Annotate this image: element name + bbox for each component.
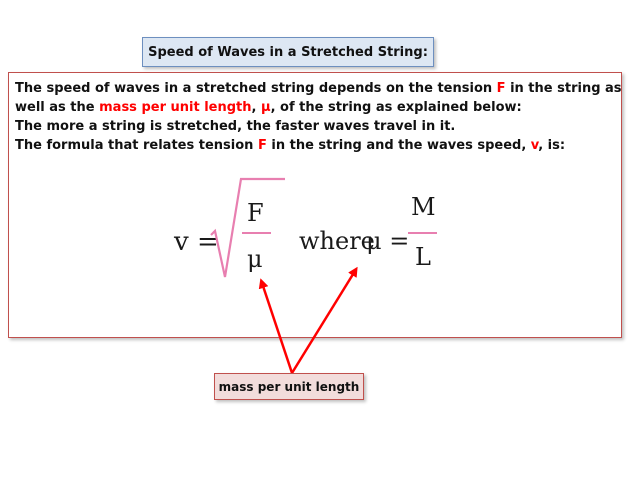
line-4-text-a: The formula that relates tension — [15, 138, 258, 153]
numerator-mass: M — [411, 193, 436, 221]
paragraph-line-3: The more a string is stretched, the fast… — [15, 119, 456, 134]
arrow-to-mu-denominator — [258, 278, 294, 374]
line-4-text-c: , is: — [538, 138, 566, 153]
line-1-text-b: in the string as — [505, 81, 622, 96]
denominator-length: L — [415, 243, 431, 271]
line-4-text-b: in the string and the waves speed, — [266, 138, 531, 153]
formula-lhs: v = — [174, 227, 219, 257]
paragraph-line-1: The speed of waves in a stretched string… — [15, 79, 622, 98]
tension-symbol-2: F — [257, 138, 267, 153]
paragraph-line-4: The formula that relates tension F in th… — [15, 136, 615, 155]
line-2-text-a: well as the — [15, 100, 100, 115]
where-word: where — [299, 227, 375, 255]
mass-per-unit-length-phrase: mass per unit length — [99, 100, 252, 115]
slide-title: Speed of Waves in a Stretched String: — [142, 37, 434, 67]
wave-speed-formula: v = F μ where μ = M L — [9, 73, 623, 339]
mu-symbol: μ — [260, 100, 271, 115]
radical-sign — [210, 177, 437, 278]
mu-equals: μ = — [366, 227, 410, 255]
content-box: The speed of waves in a stretched string… — [8, 72, 622, 338]
line-2-separator: , — [251, 100, 261, 115]
mass-per-unit-length-callout: mass per unit length — [214, 373, 364, 400]
speed-symbol: v — [530, 138, 539, 153]
denominator-mu: μ — [247, 245, 263, 273]
explanation-paragraph: The speed of waves in a stretched string… — [15, 79, 622, 155]
arrow-to-mu-definition — [290, 266, 358, 374]
line-1-text-a: The speed of waves in a stretched string… — [15, 81, 497, 96]
tension-symbol: F — [496, 81, 506, 96]
numerator-tension: F — [247, 199, 264, 227]
paragraph-line-2: well as the mass per unit length, μ, of … — [15, 98, 615, 117]
line-2-text-b: , of the string as explained below: — [270, 100, 522, 115]
